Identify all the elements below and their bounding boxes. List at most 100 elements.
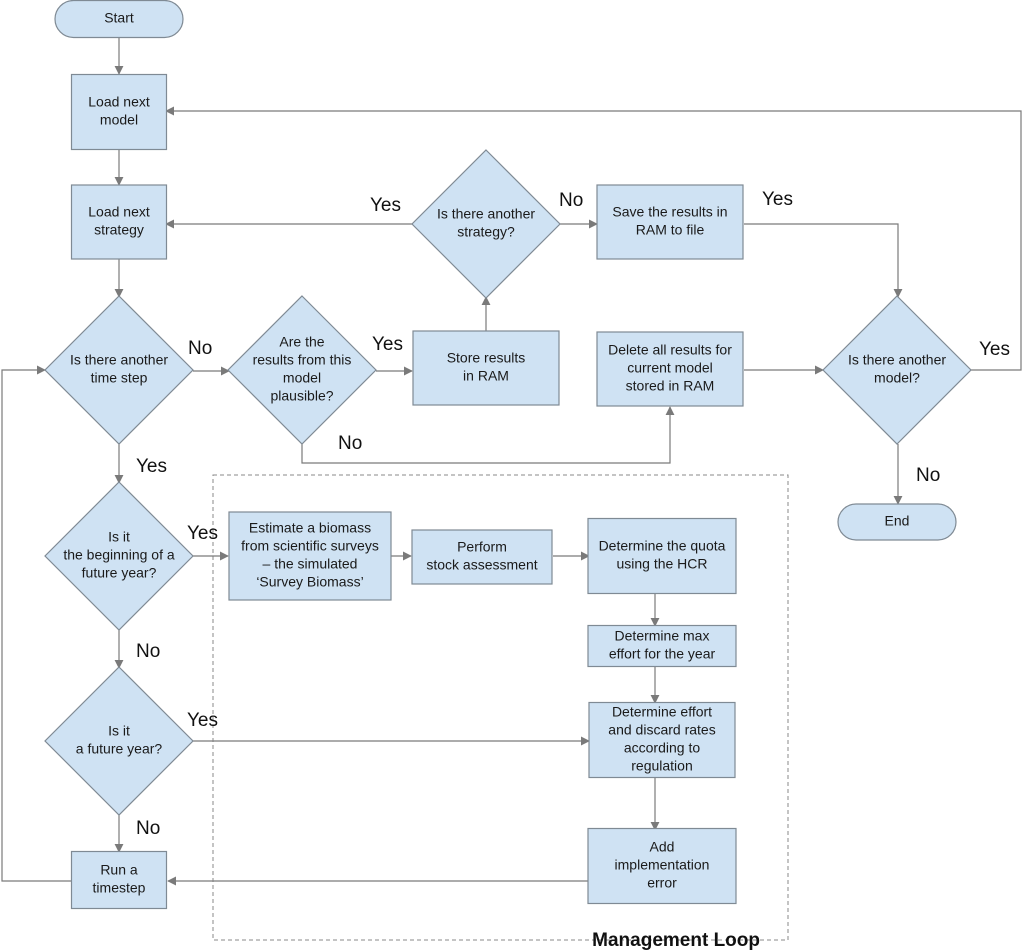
node-shape-save-results <box>596 184 744 260</box>
node-another-strategy: Is there another strategy? <box>411 149 561 299</box>
edge-label-future-no: No <box>136 818 160 839</box>
node-label-start: Start <box>104 10 134 26</box>
node-store-results: Store results in RAM <box>412 330 560 406</box>
node-label-delete-results: stored in RAM <box>626 378 715 394</box>
node-label-estimate-biomass: – the simulated <box>263 556 358 572</box>
node-label-plausible: plausible? <box>270 388 333 404</box>
node-label-plausible: model <box>283 370 321 386</box>
node-label-implementation-error: error <box>647 875 677 891</box>
edge-label-timestep-yes: Yes <box>136 456 167 477</box>
node-label-load-strategy: strategy <box>94 222 144 238</box>
node-label-another-strategy: Is there another <box>437 206 535 222</box>
node-label-effort-discard: and discard rates <box>608 722 715 738</box>
node-shape-end <box>837 503 957 541</box>
edge-label-model-yes: Yes <box>979 339 1010 360</box>
node-label-another-model: model? <box>874 370 920 386</box>
node-label-save-results: RAM to file <box>636 222 705 238</box>
node-label-another-timestep: time step <box>91 370 148 386</box>
edge-label-strategy-yes: Yes <box>370 195 401 216</box>
node-label-stock-assessment: stock assessment <box>426 557 537 573</box>
node-delete-results: Delete all results for current model store… <box>596 331 744 407</box>
node-shape-load-model <box>70 73 168 151</box>
node-shape-max-effort <box>587 624 737 668</box>
node-end: End <box>837 503 957 541</box>
node-shape-plausible <box>227 295 377 445</box>
node-shape-estimate-biomass <box>228 511 392 601</box>
node-label-effort-discard: according to <box>624 740 700 756</box>
edge-label-beginning-no: No <box>136 641 160 662</box>
edge-label-future-yes: Yes <box>187 710 218 731</box>
node-shape-delete-results <box>596 331 744 407</box>
edge-label-save-yes: Yes <box>762 189 793 210</box>
node-label-plausible: results from this <box>253 352 352 368</box>
node-label-plausible: Are the <box>279 334 324 350</box>
node-run-timestep: Run a timestep <box>70 850 168 910</box>
node-label-delete-results: Delete all results for <box>608 342 732 358</box>
node-shape-another-strategy <box>411 149 561 299</box>
node-label-beginning-future-year: the beginning of a <box>63 547 175 563</box>
node-label-beginning-future-year: future year? <box>82 565 157 581</box>
edge-label-timestep-no: No <box>188 338 212 359</box>
node-label-store-results: Store results <box>447 350 526 366</box>
node-shape-determine-quota <box>587 517 737 595</box>
node-effort-discard: Determine effort and discard rates accordi… <box>588 701 736 779</box>
node-shape-implementation-error <box>587 827 737 905</box>
edge-label-plausible-no: No <box>338 433 362 454</box>
node-label-determine-quota: using the HCR <box>616 556 707 572</box>
node-label-stock-assessment: Perform <box>457 539 507 555</box>
node-another-model: Is there another model? <box>822 295 972 445</box>
node-shape-another-timestep <box>44 295 194 445</box>
edges <box>1 38 1022 886</box>
node-label-estimate-biomass: ‘Survey Biomass’ <box>256 574 363 590</box>
node-plausible: Are the results from this model plausible? <box>227 295 377 445</box>
node-shape-stock-assessment <box>411 529 553 585</box>
node-label-effort-discard: Determine effort <box>612 704 712 720</box>
node-label-run-timestep: Run a <box>100 862 138 878</box>
node-label-beginning-future-year: Is it <box>108 529 130 545</box>
node-label-estimate-biomass: Estimate a biomass <box>249 520 371 536</box>
node-estimate-biomass: Estimate a biomass from scientific survey… <box>228 511 392 601</box>
node-shape-load-strategy <box>70 184 168 260</box>
node-another-timestep: Is there another time step <box>44 295 194 445</box>
node-shape-beginning-future-year <box>44 481 194 631</box>
node-label-run-timestep: timestep <box>93 880 146 896</box>
node-label-another-model: Is there another <box>848 352 946 368</box>
edge-plausible-no-to-delete <box>301 406 675 464</box>
node-stock-assessment: Perform stock assessment <box>411 529 553 585</box>
edge-label-beginning-yes: Yes <box>187 523 218 544</box>
node-shape-future-year <box>44 666 194 816</box>
node-save-results: Save the results in RAM to file <box>596 184 744 260</box>
management-loop-label: Management Loop <box>592 930 760 951</box>
node-label-future-year: Is it <box>108 723 130 739</box>
node-label-another-timestep: Is there another <box>70 352 168 368</box>
node-label-max-effort: Determine max <box>615 628 710 644</box>
edge-run-to-timestep <box>1 365 73 882</box>
edge-model-yes-to-load-model <box>165 106 1022 371</box>
node-shape-another-model <box>822 295 972 445</box>
node-label-end: End <box>885 513 910 529</box>
management-loop-group <box>212 474 789 941</box>
node-label-save-results: Save the results in <box>612 204 727 220</box>
node-label-max-effort: effort for the year <box>609 646 716 662</box>
node-shape-effort-discard <box>588 701 736 779</box>
node-label-future-year: a future year? <box>76 741 163 757</box>
edge-label-plausible-yes: Yes <box>372 334 403 355</box>
node-shape-run-timestep <box>70 850 168 910</box>
node-start: Start <box>54 0 184 39</box>
node-future-year: Is it a future year? <box>44 666 194 816</box>
node-label-determine-quota: Determine the quota <box>599 538 726 554</box>
node-label-estimate-biomass: from scientific surveys <box>241 538 379 554</box>
node-label-another-strategy: strategy? <box>457 224 515 240</box>
node-label-delete-results: current model <box>627 360 713 376</box>
node-shape-start <box>54 0 184 39</box>
node-label-load-model: model <box>100 112 138 128</box>
edge-labels: Yes No Yes No Yes No Yes No Yes Yes No Y… <box>136 189 1010 839</box>
node-label-effort-discard: regulation <box>631 758 693 774</box>
edge-save-to-model <box>744 223 903 298</box>
node-label-store-results: in RAM <box>463 368 509 384</box>
